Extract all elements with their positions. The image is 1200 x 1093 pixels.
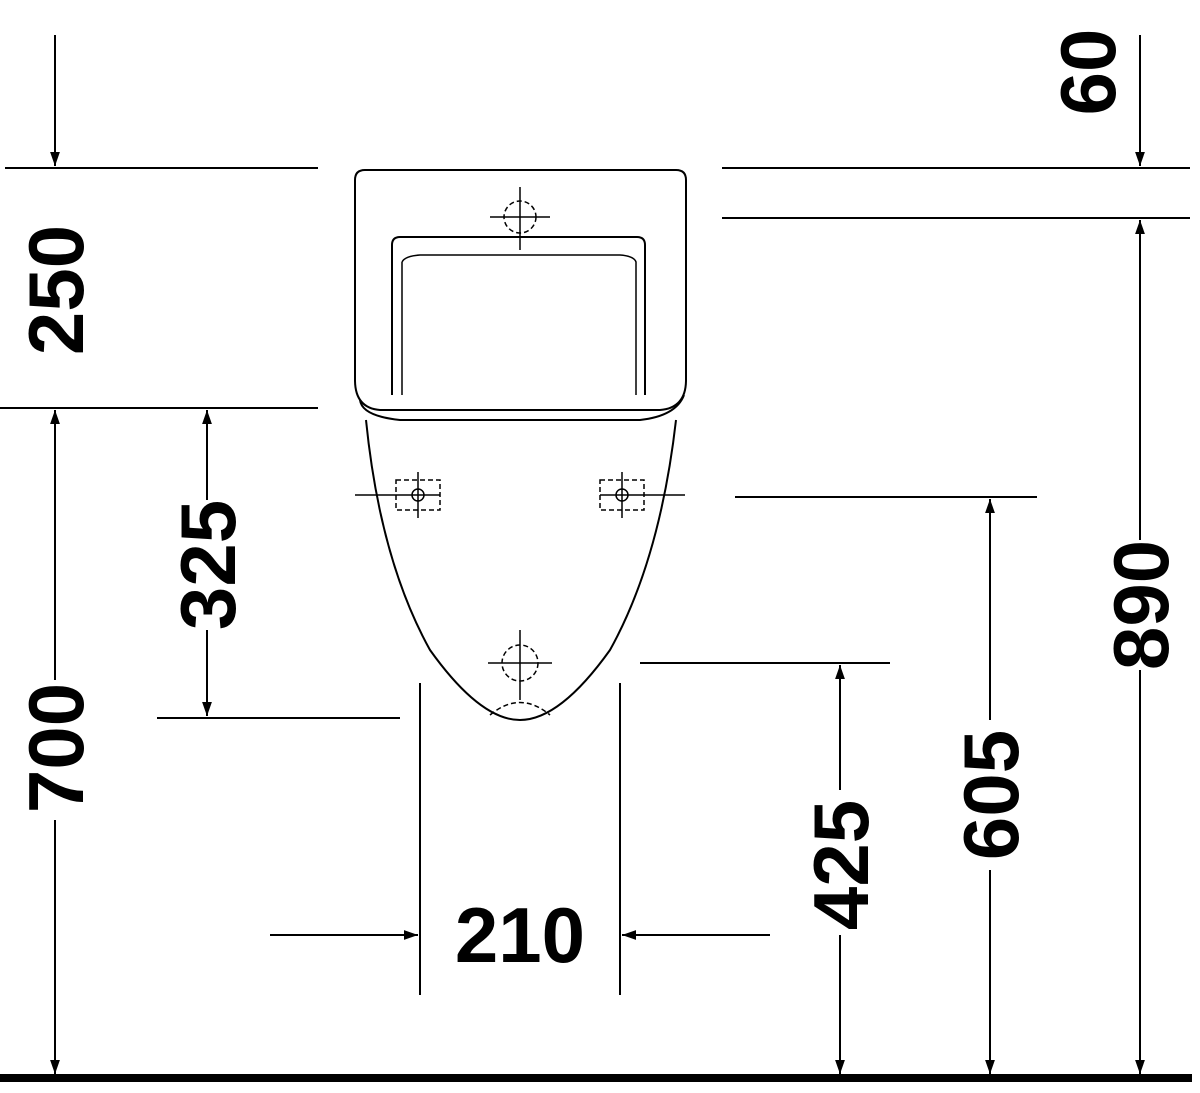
extension-lines xyxy=(0,167,1190,995)
dim-425: 425 xyxy=(797,800,885,930)
dim-210: 210 xyxy=(455,891,585,979)
fixing-point-left xyxy=(355,472,441,518)
outlet-point xyxy=(488,630,552,700)
dim-250: 250 xyxy=(12,225,100,355)
dim-605: 605 xyxy=(947,730,1035,860)
dimension-lines xyxy=(50,35,1145,1074)
dim-325: 325 xyxy=(164,500,252,630)
dim-60: 60 xyxy=(1044,29,1132,116)
fixing-point-right xyxy=(599,472,685,518)
dim-700: 700 xyxy=(12,683,100,813)
fixing-point-top xyxy=(490,187,550,250)
urinal-outline xyxy=(354,169,687,722)
dim-890: 890 xyxy=(1097,540,1185,670)
